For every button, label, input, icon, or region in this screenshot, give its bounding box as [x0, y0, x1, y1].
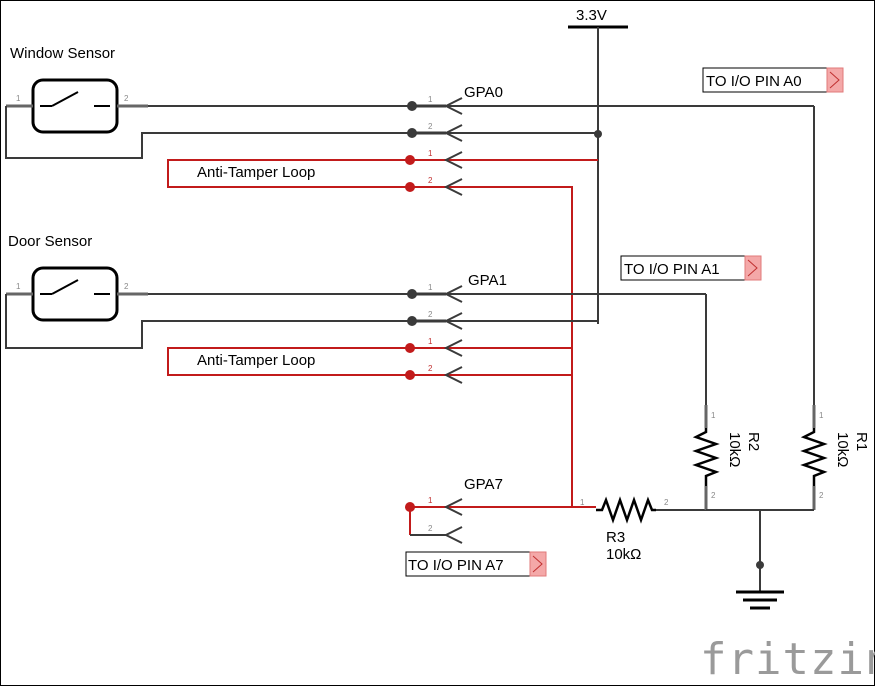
header-gpa1-pin2: 2 — [407, 310, 463, 330]
io-flag-a7-label: TO I/O PIN A7 — [408, 557, 504, 574]
pin-number: 2 — [124, 94, 129, 103]
resistor-r2-value: 10kΩ — [726, 432, 743, 467]
resistor-r1-value: 10kΩ — [834, 432, 851, 467]
svg-text:2: 2 — [428, 524, 433, 533]
svg-text:2: 2 — [711, 491, 716, 500]
power-label: 3.3V — [576, 7, 607, 24]
svg-text:2: 2 — [428, 176, 433, 185]
window-sensor[interactable]: Window Sensor 1 2 — [6, 45, 148, 134]
io-flag-a0[interactable]: TO I/O PIN A0 — [702, 67, 844, 93]
ground-symbol — [706, 509, 814, 610]
io-flag-a1-label: TO I/O PIN A1 — [624, 261, 720, 278]
tamper-loop-label: Anti-Tamper Loop — [197, 352, 315, 369]
door-sensor[interactable]: Door Sensor 1 2 — [6, 233, 148, 322]
resistor-r1-name: R1 — [853, 432, 870, 451]
svg-text:1: 1 — [428, 149, 433, 158]
window-sensor-label: Window Sensor — [10, 45, 115, 62]
pin-number: 1 — [16, 282, 21, 291]
svg-text:1: 1 — [711, 411, 716, 420]
svg-text:1: 1 — [819, 411, 824, 420]
port-label-gpa7: GPA7 — [464, 476, 503, 493]
header-gpa1-pin1: 1 — [407, 283, 463, 303]
svg-text:2: 2 — [664, 498, 669, 507]
door-sensor-label: Door Sensor — [8, 233, 92, 250]
window-wiring — [5, 105, 814, 159]
header-gpa0-pin1: 1 — [407, 95, 463, 115]
resistor-r1[interactable]: 1 2 R1 10kΩ — [800, 106, 870, 510]
pin-number: 2 — [124, 282, 129, 291]
resistor-r3-name: R3 — [606, 529, 625, 546]
port-label-gpa1: GPA1 — [468, 272, 507, 289]
svg-text:1: 1 — [428, 95, 433, 104]
door-tamper-loop: 1 2 Anti-Tamper Loop — [167, 337, 572, 384]
resistor-r2[interactable]: 1 2 R2 10kΩ — [692, 405, 762, 510]
fritzing-logo: fritzing — [700, 634, 875, 685]
port-label-gpa0: GPA0 — [464, 84, 503, 101]
resistor-r2-name: R2 — [745, 432, 762, 451]
svg-text:2: 2 — [819, 491, 824, 500]
resistor-r3[interactable]: 1 2 R3 10kΩ — [580, 496, 706, 563]
io-flag-a1[interactable]: TO I/O PIN A1 — [620, 255, 762, 281]
svg-text:2: 2 — [428, 364, 433, 373]
svg-text:1: 1 — [428, 283, 433, 292]
svg-text:2: 2 — [428, 122, 433, 131]
svg-text:2: 2 — [428, 310, 433, 319]
svg-text:1: 1 — [428, 337, 433, 346]
resistor-r3-value: 10kΩ — [606, 546, 641, 563]
header-gpa0-pin2: 2 — [407, 122, 463, 142]
svg-text:1: 1 — [428, 496, 433, 505]
tamper-loop-label: Anti-Tamper Loop — [197, 164, 315, 181]
svg-text:1: 1 — [580, 498, 585, 507]
io-flag-a0-label: TO I/O PIN A0 — [706, 73, 802, 90]
power-rail-3v3: 3.3V — [568, 7, 628, 324]
io-flag-a7[interactable]: TO I/O PIN A7 — [405, 551, 547, 577]
gpa7-wiring: 1 2 GPA7 — [405, 476, 596, 544]
pin-number: 1 — [16, 94, 21, 103]
